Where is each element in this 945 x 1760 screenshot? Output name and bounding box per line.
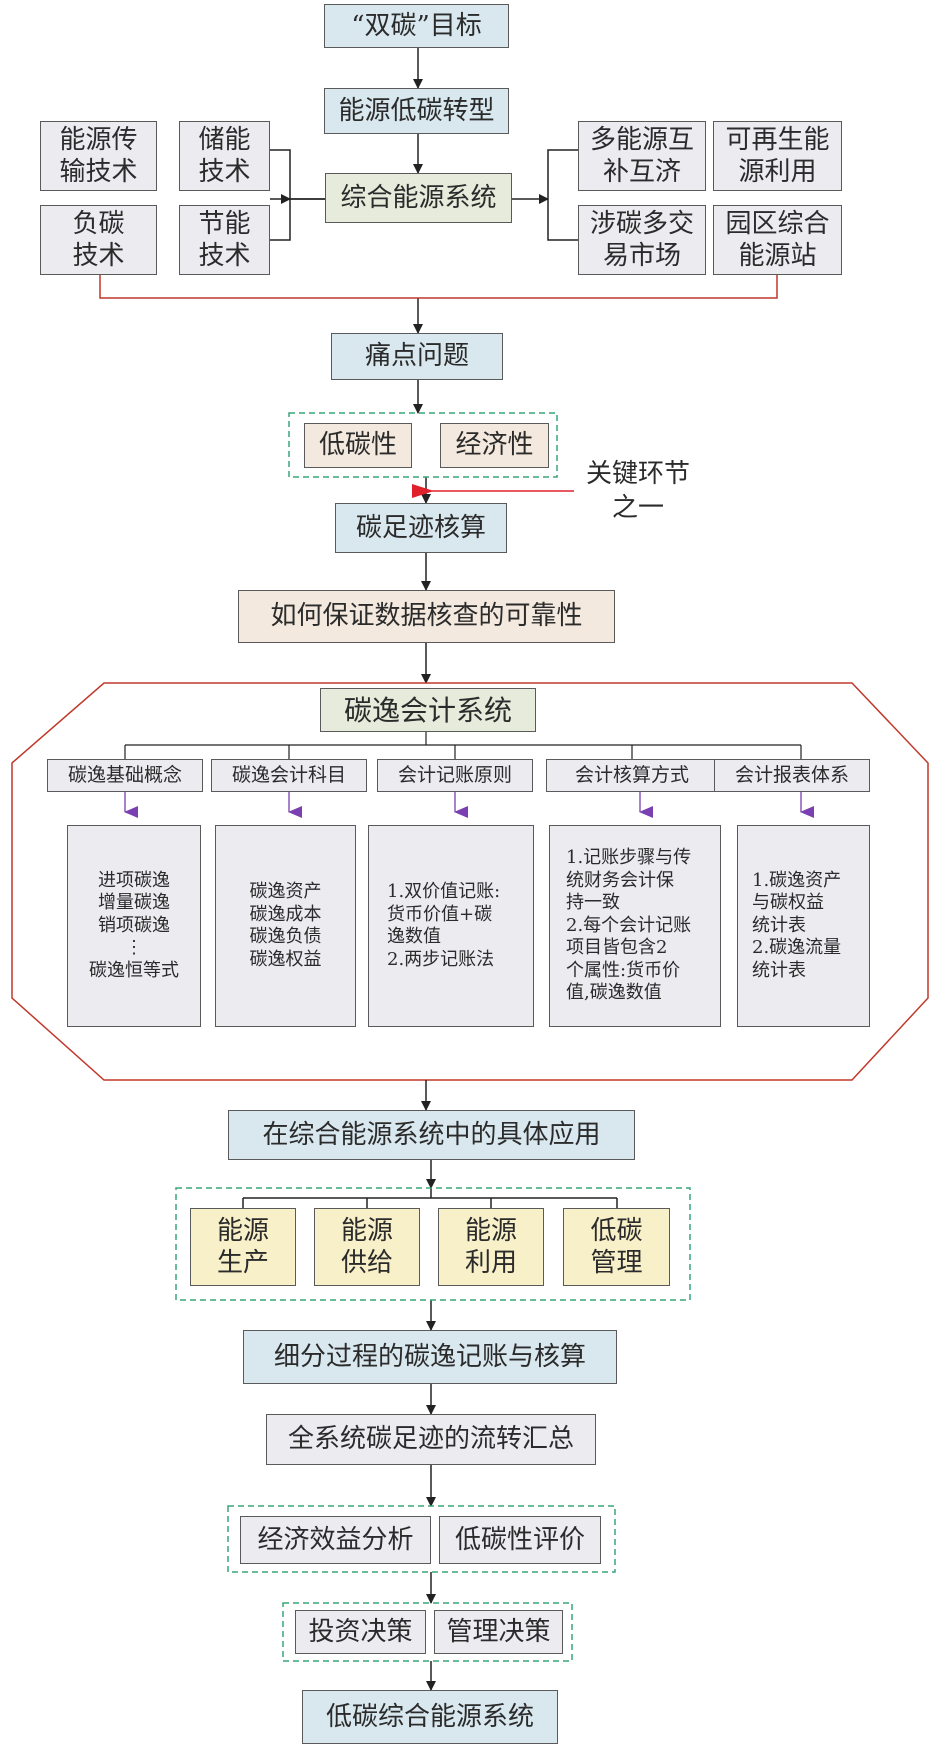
accounting-octagon [11,682,929,1081]
dashed-group-analysis [227,1505,616,1573]
low-carbon-evaluation: 低碳性评价 [439,1516,601,1564]
red-merge-line [99,275,778,299]
multi-energy-complement: 多能源互 补互济 [578,121,706,191]
column-title-basic-concepts: 碳逸基础概念 [47,759,203,792]
economic-analysis: 经济效益分析 [240,1516,431,1564]
flow-summary: 全系统碳足迹的流转汇总 [266,1414,596,1465]
dashed-group-pain [288,412,558,478]
investment-decision: 投资决策 [295,1610,426,1654]
shuang-tan-target: “双碳”目标 [324,4,509,48]
dashed-group-application [175,1187,691,1301]
column-body-reports: 1.碳逸资产 与碳权益 统计表 2.碳逸流量 统计表 [737,825,870,1027]
transmission-tech: 能源传 输技术 [40,121,157,191]
dashed-group-decision [282,1602,573,1662]
key-link-label: 关键环节 之一 [585,459,690,523]
negative-carbon-tech: 负碳 技术 [40,205,157,275]
energy-transition: 能源低碳转型 [324,88,509,134]
final-low-carbon-system: 低碳综合能源系统 [302,1690,558,1744]
carbon-trading-market: 涉碳多交 易市场 [578,205,706,275]
application-item-production: 能源 生产 [190,1208,296,1286]
column-title-principles: 会计记账原则 [377,759,533,792]
column-body-accounts: 碳逸资产 碳逸成本 碳逸负债 碳逸权益 [215,825,356,1027]
accounting-system-title: 碳逸会计系统 [320,688,536,732]
column-title-accounts: 碳逸会计科目 [211,759,367,792]
low-carbon-box: 低碳性 [304,423,412,468]
column-title-methods: 会计核算方式 [546,759,718,792]
column-body-principles: 1.双价值记账: 货币价值+碳 逸数值 2.两步记账法 [368,825,534,1027]
subdivided-accounting: 细分过程的碳逸记账与核算 [243,1330,617,1384]
application-item-supply: 能源 供给 [314,1208,420,1286]
management-decision: 管理决策 [434,1610,563,1654]
footprint-accounting: 碳足迹核算 [335,503,507,553]
storage-tech: 储能 技术 [179,121,270,191]
economy-box: 经济性 [440,423,549,468]
column-title-reports: 会计报表体系 [714,759,870,792]
application-item-management: 低碳 管理 [563,1208,670,1286]
data-reliability: 如何保证数据核查的可靠性 [238,590,615,643]
saving-tech: 节能 技术 [179,205,270,275]
park-energy-station: 园区综合 能源站 [713,205,842,275]
column-body-basic-concepts: 进项碳逸 增量碳逸 销项碳逸 ⋮ 碳逸恒等式 [67,825,201,1027]
pain-points: 痛点问题 [331,333,503,380]
integrated-energy-system: 综合能源系统 [325,173,512,223]
renewable-utilization: 可再生能 源利用 [713,121,842,191]
specific-application: 在综合能源系统中的具体应用 [228,1110,635,1160]
application-item-utilization: 能源 利用 [438,1208,544,1286]
column-body-methods: 1.记账步骤与传 统财务会计保 持一致 2.每个会计记账 项目皆包含2 个属性:… [549,825,721,1027]
